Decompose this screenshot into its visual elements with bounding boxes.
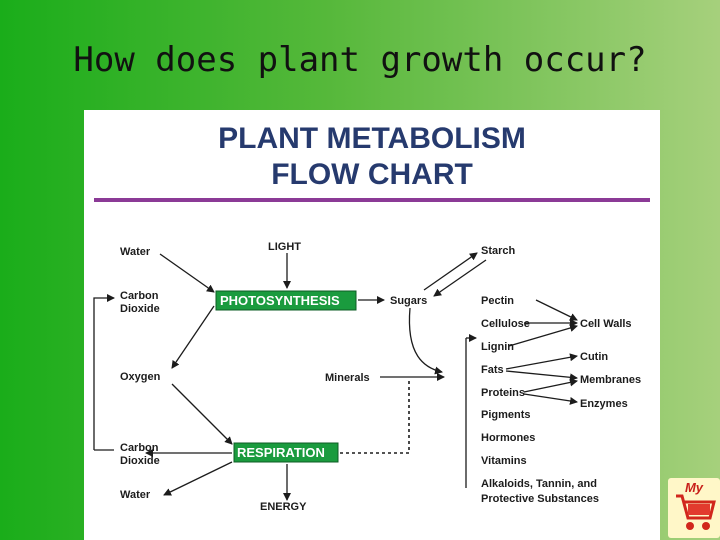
title-divider: [94, 198, 650, 202]
dashed-energy-minerals: [340, 380, 410, 454]
arrow-fats-membranes: [505, 370, 578, 382]
arrow-proteins-membranes: [523, 378, 578, 393]
flow-chart: PLANT METABOLISM FLOW CHART PHOTOSYNTHES…: [84, 110, 660, 540]
arrow-sugars-products: [408, 307, 443, 375]
node-hormones: Hormones: [481, 432, 535, 444]
arrow-respiration-water: [163, 461, 233, 496]
arrow-proteins-enzymes: [523, 393, 578, 405]
flow-diagram: PHOTOSYNTHESIS RESPIRATION Water Carbon …: [93, 198, 650, 513]
node-lignin: Lignin: [481, 341, 514, 353]
logo-text: My: [685, 480, 704, 495]
node-water-2: Water: [120, 489, 151, 501]
photosynthesis-label: PHOTOSYNTHESIS: [220, 293, 340, 308]
cart-logo-icon: My: [668, 478, 720, 538]
photosynthesis-box: [215, 290, 357, 311]
slide-title: How does plant growth occur?: [73, 40, 647, 80]
node-cutin: Cutin: [580, 351, 608, 363]
node-carbon-dioxide-line1: Carbon: [120, 290, 159, 302]
arrow-sugars-starch: [423, 252, 478, 291]
node-alkaloids-line2: Protective Substances: [481, 493, 599, 505]
respiration-box: [233, 442, 339, 463]
node-membranes: Membranes: [580, 374, 641, 386]
node-proteins: Proteins: [481, 387, 525, 399]
node-cellulose: Cellulose: [481, 318, 530, 330]
node-carbon-dioxide-2-line1: Carbon: [120, 442, 159, 454]
respiration-label: RESPIRATION: [237, 445, 325, 460]
arrow-water-photosynthesis: [159, 253, 215, 293]
node-carbon-dioxide-2-line2: Dioxide: [120, 455, 160, 467]
arrow-lignin-cellwalls: [508, 324, 578, 347]
node-minerals: Minerals: [325, 372, 370, 384]
node-water: Water: [120, 246, 151, 258]
node-light: LIGHT: [268, 241, 301, 253]
node-fats: Fats: [481, 364, 504, 376]
node-sugars: Sugars: [390, 295, 427, 307]
node-cell-walls: Cell Walls: [580, 318, 632, 330]
node-starch: Starch: [481, 245, 516, 257]
node-vitamins: Vitamins: [481, 455, 527, 467]
arrow-photosynthesis-oxygen: [171, 305, 215, 369]
node-pigments: Pigments: [481, 409, 531, 421]
node-enzymes: Enzymes: [580, 398, 628, 410]
node-pectin: Pectin: [481, 295, 514, 307]
node-alkaloids-line1: Alkaloids, Tannin, and: [481, 478, 597, 490]
node-energy: ENERGY: [260, 501, 307, 513]
arrow-pectin-cellwalls: [535, 299, 578, 321]
chart-title-line2: FLOW CHART: [271, 158, 473, 191]
node-oxygen: Oxygen: [120, 371, 161, 383]
node-carbon-dioxide-line2: Dioxide: [120, 303, 160, 315]
chart-title-line1: PLANT METABOLISM: [218, 122, 526, 155]
arrow-fats-cutin: [505, 353, 578, 370]
arrow-oxygen-respiration: [171, 383, 233, 445]
arrow-starch-sugars: [433, 259, 487, 297]
arrow-co2-loop: [93, 294, 115, 450]
